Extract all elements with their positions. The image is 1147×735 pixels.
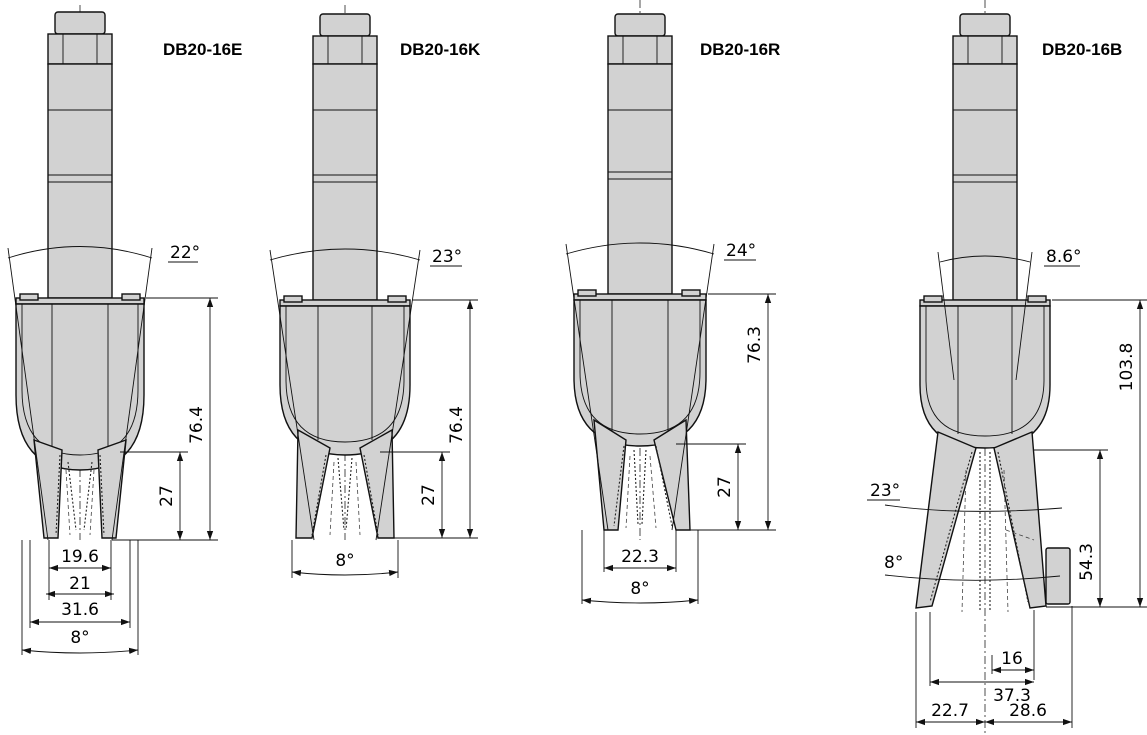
width-label: 31.6 — [61, 600, 99, 620]
width-label: 37.3 — [993, 686, 1031, 706]
tool-db20-16r: DB20-16R 24° 76.3 27 22.3 8° — [565, 0, 780, 605]
tool-drawing — [15, 5, 145, 540]
height-label: 103.8 — [1117, 343, 1137, 392]
jaw-height-label: 54.3 — [1077, 543, 1097, 581]
angle-label: 24° — [726, 241, 756, 261]
tool-label: DB20-16E — [163, 40, 242, 59]
height-label: 76.3 — [745, 326, 765, 364]
angle-label: 22° — [170, 243, 200, 263]
angle-label: 8° — [70, 628, 89, 648]
angle-label: 23° — [432, 247, 462, 267]
tool-db20-16b: DB20-16B 8.6° 103.8 54.3 23° 8° 16 37.3 … — [867, 0, 1147, 735]
width-label: 19.6 — [61, 547, 99, 567]
width-label: 28.6 — [1009, 701, 1047, 721]
tool-drawing — [573, 0, 707, 540]
jaw-height-label: 27 — [419, 484, 439, 506]
tool-label: DB20-16B — [1042, 40, 1122, 59]
height-label: 76.4 — [187, 406, 207, 444]
tool-label: DB20-16R — [700, 40, 780, 59]
tool-drawing — [279, 5, 411, 540]
angle-label: 8° — [884, 553, 903, 573]
width-label: 16 — [1001, 649, 1023, 669]
angle-label: 23° — [870, 481, 900, 501]
height-label: 76.4 — [447, 406, 467, 444]
width-label: 22.3 — [621, 547, 659, 567]
angle-label: 8.6° — [1046, 247, 1082, 267]
tool-label: DB20-16K — [400, 40, 481, 59]
width-label: 22.7 — [931, 701, 969, 721]
angle-label: 8° — [335, 551, 354, 571]
jaw-height-label: 27 — [715, 476, 735, 498]
tool-db20-16k: DB20-16K 23° 76.4 27 8° — [269, 5, 481, 578]
jaw-height-label: 27 — [157, 485, 177, 507]
tool-db20-16e: DB20-16E 22° 76.4 27 19.6 21 31.6 8° — [7, 5, 242, 655]
width-label: 21 — [69, 574, 91, 594]
tool-drawing — [915, 0, 1071, 735]
angle-label: 8° — [630, 579, 649, 599]
